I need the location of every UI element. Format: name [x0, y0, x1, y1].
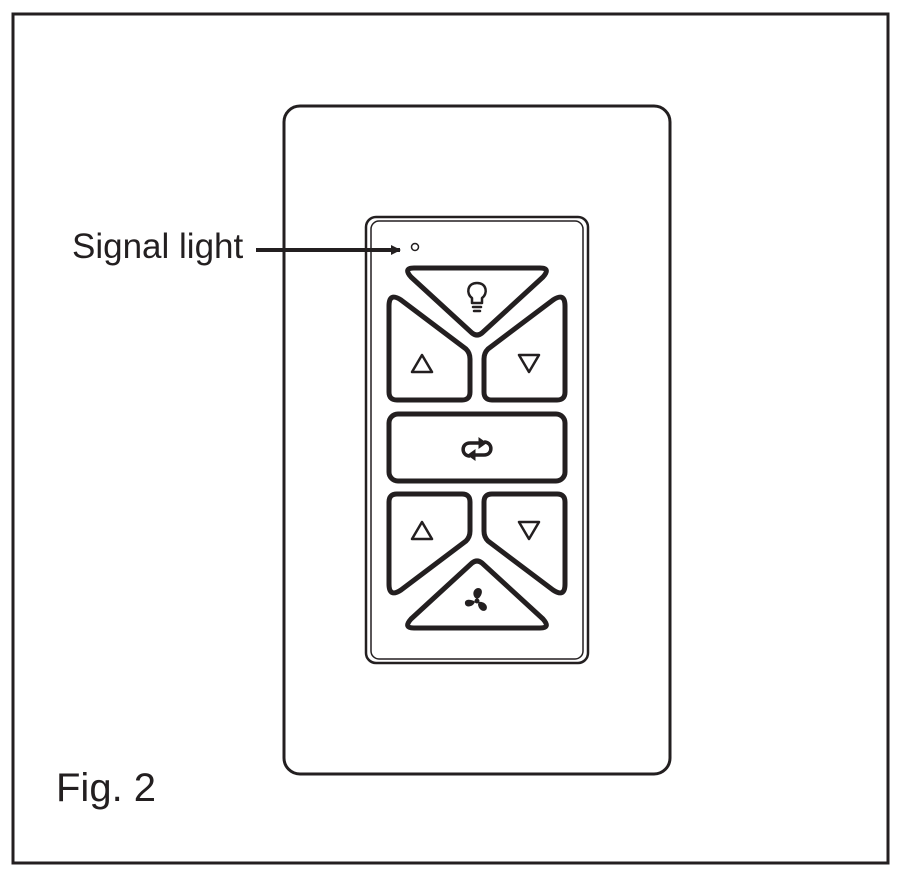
figure-caption: Fig. 2 [56, 766, 157, 810]
triangle-down-icon [517, 520, 541, 541]
light-bulb-icon [467, 281, 487, 313]
triangle-down-icon [517, 353, 541, 374]
signal-light-indicator [410, 242, 420, 252]
triangle-up-icon [410, 520, 434, 541]
reverse-button[interactable] [386, 411, 568, 484]
reverse-arrows-icon [461, 437, 493, 461]
light-up-button[interactable] [386, 294, 473, 403]
fan-icon [464, 588, 487, 611]
fan-down-button[interactable] [481, 491, 568, 596]
light-down-button[interactable] [481, 294, 568, 403]
figure-frame [11, 12, 890, 865]
light-button[interactable] [405, 265, 549, 338]
wall-plate [282, 104, 672, 776]
signal-light-label: Signal light [72, 227, 244, 266]
fan-button[interactable] [405, 558, 549, 631]
fan-up-button[interactable] [386, 491, 473, 596]
remote-body [364, 215, 590, 665]
triangle-up-icon [410, 353, 434, 374]
